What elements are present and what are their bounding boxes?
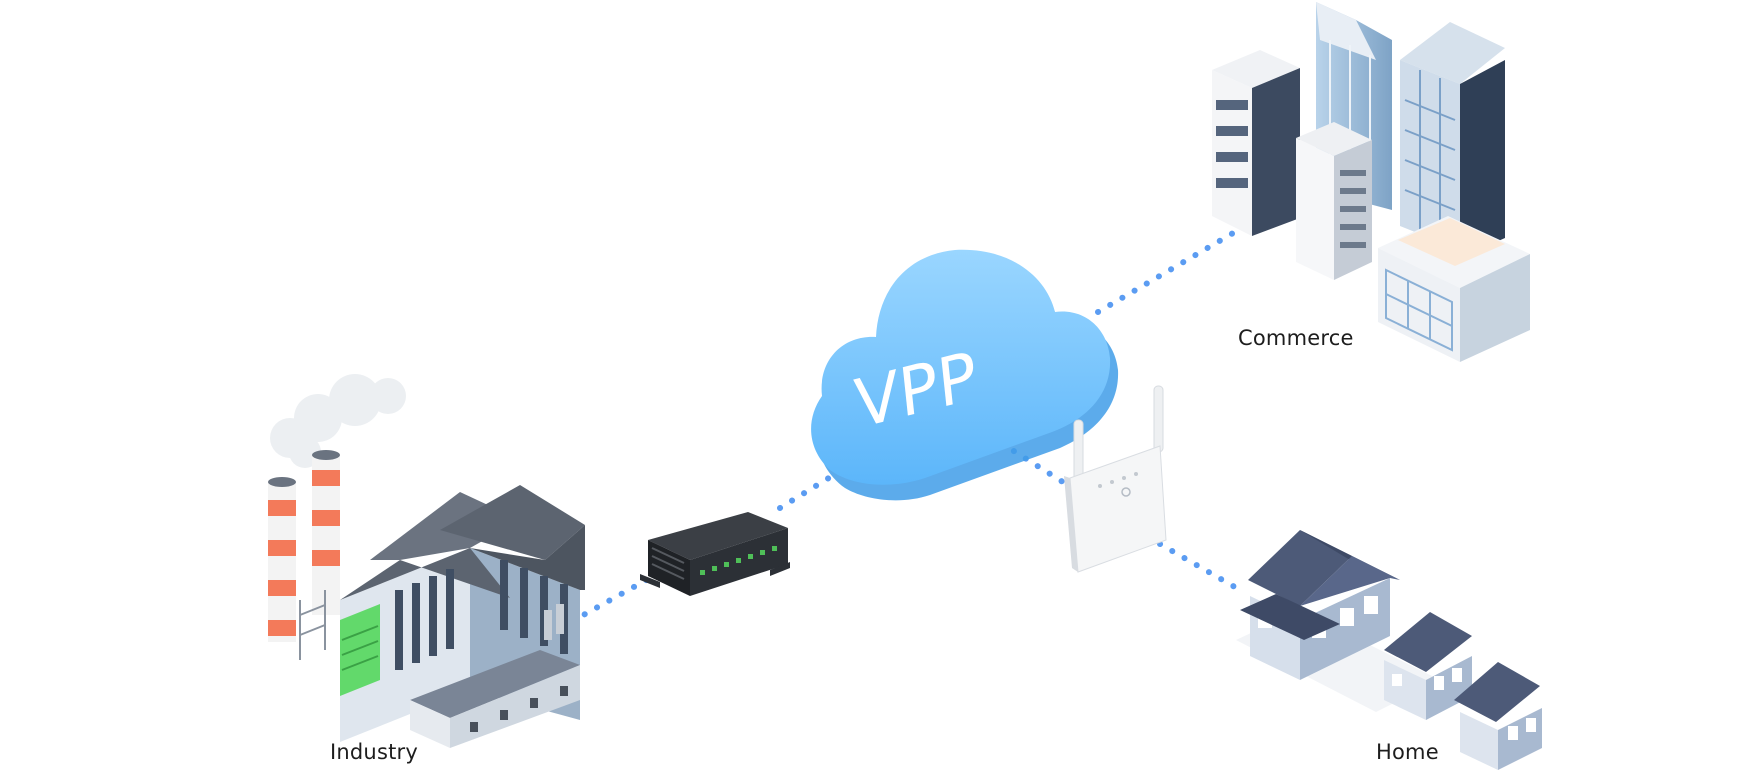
industry-label: Industry xyxy=(330,740,418,764)
home-label: Home xyxy=(1376,740,1439,764)
commerce-buildings-icon xyxy=(1212,2,1530,362)
vpp-cloud-icon: VPP xyxy=(811,249,1119,501)
home-houses-icon xyxy=(1236,530,1542,770)
line-cloud-commerce xyxy=(1095,219,1255,315)
industry-factory-icon xyxy=(268,374,585,748)
wireless-router-icon xyxy=(1064,385,1167,573)
commerce-label: Commerce xyxy=(1238,326,1354,350)
line-gateway-cloud xyxy=(777,457,861,511)
industrial-gateway-icon xyxy=(640,512,790,596)
line-router-home xyxy=(1157,541,1243,593)
